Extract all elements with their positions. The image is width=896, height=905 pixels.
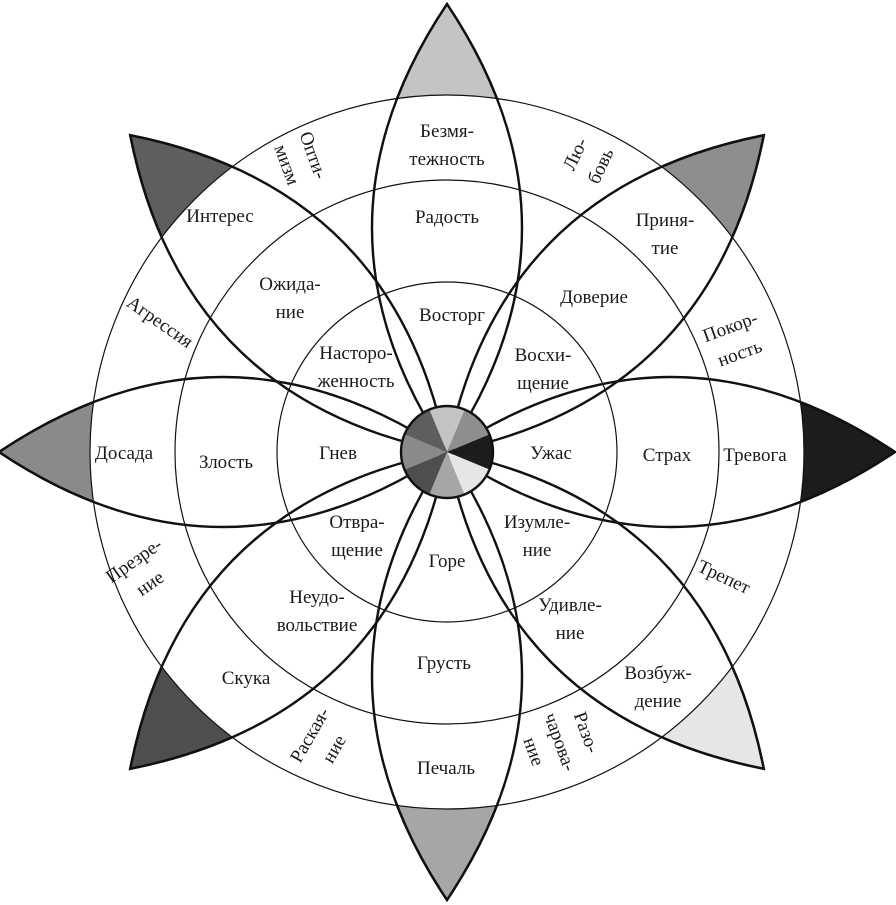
emotion-label-line: Восхи- (515, 345, 572, 366)
inner-ring (276, 281, 618, 623)
emotion-label: Неудо-вольствие (277, 587, 358, 636)
emotion-label-line: ние (556, 623, 585, 644)
emotion-label-line: Удивле- (538, 595, 602, 616)
emotion-label-line: вольствие (277, 615, 358, 636)
emotion-label: Злость (199, 452, 253, 473)
emotion-label: Радость (415, 207, 479, 228)
emotion-label: Отвра-щение (329, 512, 384, 561)
emotion-label-line: Ужас (530, 443, 572, 464)
emotion-label-line: Возбуж- (624, 663, 691, 684)
emotion-label-line: Доверие (560, 287, 628, 308)
center-circle (399, 404, 495, 500)
emotion-label: Удивле-ние (538, 595, 602, 644)
emotion-label-line: щение (331, 540, 383, 561)
emotion-label: Возбуж-дение (624, 663, 691, 712)
emotion-label-line: Тревога (723, 445, 787, 466)
emotion-label-line: Изумле- (504, 512, 570, 533)
emotion-label: Тревога (723, 445, 787, 466)
emotion-label-line: тежность (409, 149, 485, 170)
petal-outline (128, 133, 449, 454)
emotion-label-line: ние (276, 302, 305, 323)
emotion-label: Скука (222, 668, 271, 689)
emotion-label-line: Отвра- (329, 512, 384, 533)
petal-outline (370, 449, 524, 903)
emotion-label-line: Безмя- (420, 121, 474, 142)
emotion-label-line: женность (316, 371, 394, 392)
petal-outline (128, 450, 449, 771)
emotion-label: Печаль (417, 758, 475, 779)
emotion-label-line: Скука (222, 668, 271, 689)
emotion-label: Страх (643, 445, 692, 466)
emotion-label-line: тие (652, 238, 679, 259)
emotion-label-line: Досада (95, 443, 154, 464)
emotion-label-line: Горе (429, 551, 466, 572)
center-sector (429, 452, 465, 498)
emotion-label: Восхи-щение (515, 345, 572, 394)
petal-outline (0, 375, 450, 529)
emotion-label-line: Приня- (636, 210, 695, 231)
emotion-label-line: Насторо- (319, 343, 392, 364)
emotion-label-line: Злость (199, 452, 253, 473)
emotion-label: Доверие (560, 287, 628, 308)
emotion-label: Насторо-женность (316, 343, 394, 392)
petal-outline (444, 375, 896, 529)
emotion-label-line: Радость (415, 207, 479, 228)
emotion-label-line: Гнев (319, 443, 357, 464)
emotion-label: Восторг (419, 305, 485, 326)
emotion-label-line: Страх (643, 445, 692, 466)
emotion-label: Горе (429, 551, 466, 572)
emotion-label-line: Интерес (186, 206, 253, 227)
emotion-label: Изумле-ние (504, 512, 570, 561)
emotion-label-line: щение (517, 373, 569, 394)
center-sector (401, 434, 447, 470)
emotion-label: Интерес (186, 206, 253, 227)
emotion-label-line: ние (523, 540, 552, 561)
emotion-label: Досада (95, 443, 154, 464)
emotion-label: Ожида-ние (259, 274, 320, 323)
middle-ring (174, 179, 720, 725)
center-pie (399, 404, 495, 500)
emotion-label: Приня-тие (636, 210, 695, 259)
center-sector (447, 434, 493, 470)
emotion-label-line: Восторг (419, 305, 485, 326)
center-sector (429, 406, 465, 452)
emotion-label: Ужас (530, 443, 572, 464)
petal-outline (445, 133, 766, 454)
emotion-label-line: Ожида- (259, 274, 320, 295)
emotion-label-line: дение (635, 691, 682, 712)
emotion-label: Безмя-тежность (409, 121, 485, 170)
emotion-label: Гнев (319, 443, 357, 464)
emotion-label-line: Неудо- (289, 587, 344, 608)
emotion-label-line: Печаль (417, 758, 475, 779)
emotion-label: Грусть (417, 653, 471, 674)
petal-outline (370, 1, 524, 455)
emotion-label-line: Грусть (417, 653, 471, 674)
petal-outline (445, 450, 766, 771)
